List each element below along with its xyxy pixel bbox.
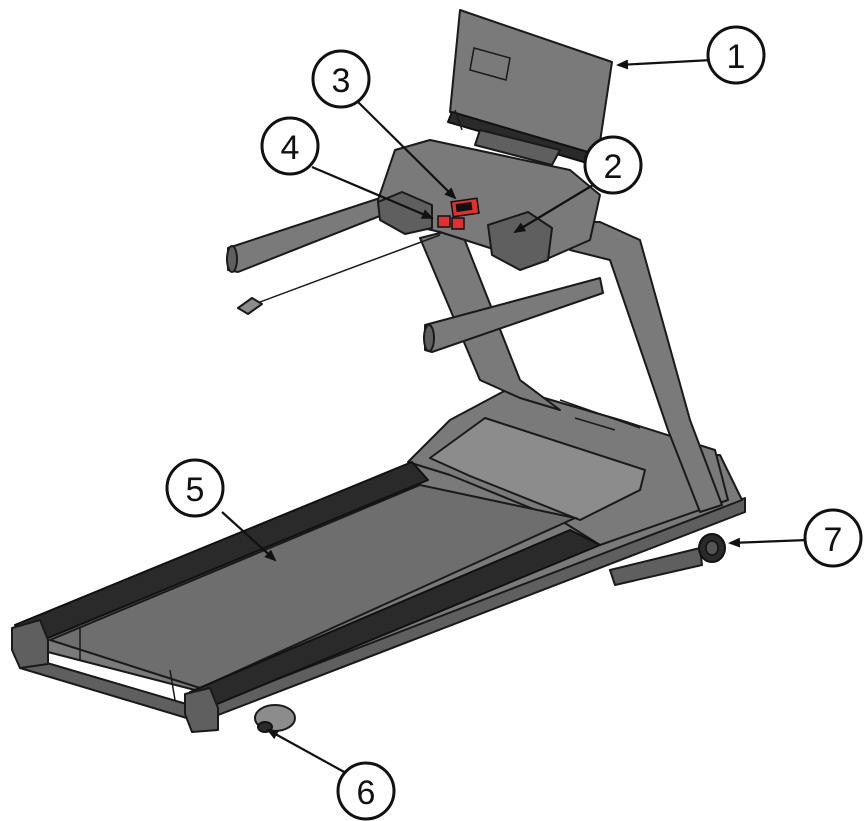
callout-label: 1 <box>727 38 746 76</box>
callout-label: 3 <box>332 62 351 100</box>
callout-6: 6 <box>336 761 396 821</box>
callout-label: 6 <box>357 774 376 812</box>
rear-end-cap-right <box>184 687 219 733</box>
callout-7: 7 <box>803 508 863 568</box>
safety-key-lanyard <box>251 234 441 306</box>
leader-lines <box>221 58 809 774</box>
leader-line-1 <box>616 58 713 70</box>
cup-holder-left <box>377 191 433 235</box>
callout-1: 1 <box>706 25 766 85</box>
transport-wheel <box>698 533 726 563</box>
callout-5: 5 <box>165 458 225 518</box>
stop-button-left <box>437 215 451 228</box>
callout-label: 7 <box>824 521 843 559</box>
treadmill-illustration <box>11 9 746 733</box>
leader-line-5 <box>221 511 277 562</box>
running-belt <box>47 483 579 690</box>
control-panel <box>437 197 480 230</box>
callout-label: 5 <box>186 471 205 509</box>
rear-end-cap-left <box>11 619 49 669</box>
stop-button-right <box>451 217 465 230</box>
right-upright <box>559 221 723 513</box>
accessory-tray <box>487 211 553 271</box>
callout-4: 4 <box>260 116 320 176</box>
callout-3: 3 <box>311 49 371 109</box>
leader-line-2 <box>513 184 594 234</box>
leveling-foot <box>254 704 296 733</box>
leader-line-6 <box>266 729 347 774</box>
callout-label: 2 <box>604 148 623 186</box>
motor-hood-recess <box>429 417 646 521</box>
callout-label: 4 <box>281 129 300 167</box>
brand-logo-mark <box>559 399 641 431</box>
leader-line-7 <box>728 537 809 548</box>
leader-line-3 <box>355 99 457 200</box>
rear-support-leg <box>609 547 703 586</box>
leader-line-4 <box>311 165 434 220</box>
safety-key-clip <box>237 297 263 315</box>
callout-2: 2 <box>583 135 643 195</box>
console-display <box>447 9 613 173</box>
